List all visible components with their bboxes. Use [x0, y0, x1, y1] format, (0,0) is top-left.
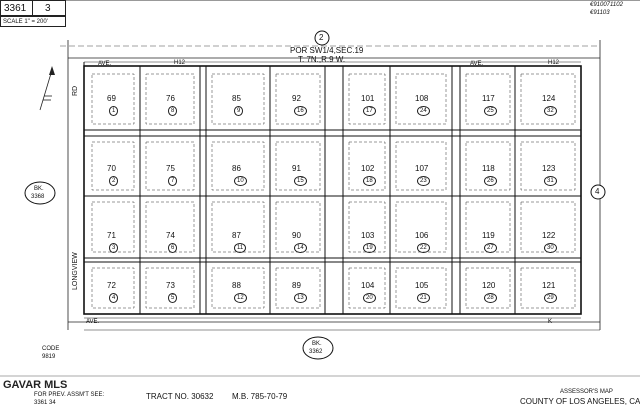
street-top-left: AVE.: [98, 61, 112, 67]
watermark: GAVAR MLS: [3, 379, 68, 391]
parcel-number[interactable]: 108: [415, 94, 429, 103]
book-page-divider: [32, 0, 33, 16]
lot-number: 1: [109, 106, 119, 116]
lot-number: 25: [484, 106, 497, 116]
lot-number: 32: [544, 106, 557, 116]
lot-number: 20: [363, 293, 376, 303]
parcel-number[interactable]: 73: [166, 281, 175, 290]
parcel-number[interactable]: 91: [292, 164, 301, 173]
parcel-number[interactable]: 123: [542, 164, 556, 173]
left-book-number[interactable]: 3368: [31, 194, 45, 200]
street-top-left-num: H12: [174, 60, 186, 66]
lot-number: 14: [294, 243, 307, 253]
lot-number: 30: [544, 243, 557, 253]
parcel-number[interactable]: 75: [166, 164, 175, 173]
lot-number: 26: [484, 176, 497, 186]
scale-box: SCALE 1" = 200': [0, 16, 66, 27]
lot-number: 12: [234, 293, 247, 303]
lot-number: 6: [168, 243, 178, 253]
lot-number: 24: [417, 106, 430, 116]
header-section: POR SW1/4,SEC.19: [290, 46, 364, 55]
parcel-number[interactable]: 120: [482, 281, 496, 290]
lot-number: 13: [294, 293, 307, 303]
bottom-book-label[interactable]: BK.: [312, 341, 322, 347]
lot-number: 11: [234, 243, 247, 253]
scale-label: SCALE 1" = 200': [3, 19, 48, 25]
parcel-number[interactable]: 103: [361, 231, 375, 240]
parcel-number[interactable]: 90: [292, 231, 301, 240]
parcel-number[interactable]: 121: [542, 281, 556, 290]
lot-number: 29: [544, 293, 557, 303]
street-bottom-right: K: [548, 319, 553, 325]
lot-number: 27: [484, 243, 497, 253]
street-longview: LONGVIEW: [72, 252, 79, 290]
lot-number: 9: [234, 106, 244, 116]
street-top-right: AVE.: [470, 61, 484, 67]
parcel-number[interactable]: 76: [166, 94, 175, 103]
lot-number: 4: [109, 293, 119, 303]
parcel-number[interactable]: 104: [361, 281, 375, 290]
page-number: 3: [45, 3, 51, 14]
lot-number: 23: [417, 176, 430, 186]
parcel-number[interactable]: 102: [361, 164, 375, 173]
parcel-number[interactable]: 86: [232, 164, 241, 173]
parcel-number[interactable]: 124: [542, 94, 556, 103]
lot-number: 21: [417, 293, 430, 303]
bottom-book-number[interactable]: 3362: [309, 349, 323, 355]
parcel-number[interactable]: 118: [482, 164, 495, 173]
parcel-number[interactable]: 105: [415, 281, 429, 290]
right-circle-number[interactable]: 4: [595, 187, 600, 196]
parcel-number[interactable]: 69: [107, 94, 116, 103]
parcel-number[interactable]: 72: [107, 281, 116, 290]
header-circle-number: 2: [319, 33, 324, 42]
assessor-county: COUNTY OF LOS ANGELES, CALIF.: [520, 397, 640, 406]
lot-number: 18: [363, 176, 376, 186]
for-prev-assmt: FOR PREV. ASSM'T SEE:: [34, 392, 105, 398]
parcel-number[interactable]: 74: [166, 231, 175, 240]
lot-number: 8: [168, 106, 178, 116]
parcel-number[interactable]: 70: [107, 164, 116, 173]
book-page-box: 3361 3: [0, 0, 66, 16]
tract-number: TRACT NO. 30632: [146, 392, 214, 401]
lot-number: 7: [168, 176, 178, 186]
code-number: 9819: [42, 354, 56, 360]
lot-number: 15: [294, 176, 307, 186]
lot-number: 28: [484, 293, 497, 303]
parcel-number[interactable]: 71: [107, 231, 116, 240]
parcel-number[interactable]: 92: [292, 94, 301, 103]
lot-number: 3: [109, 243, 119, 253]
parcel-number[interactable]: 101: [361, 94, 375, 103]
lot-number: 16: [294, 106, 307, 116]
header-township: T. 7N.,R.9 W.: [298, 55, 346, 64]
code-label: CODE: [42, 346, 60, 352]
assessor-title: ASSESSOR'S MAP: [560, 389, 613, 395]
for-prev-ref: 3361 34: [34, 400, 56, 406]
lot-number: 2: [109, 176, 119, 186]
book-number: 3361: [4, 3, 27, 14]
parcel-number[interactable]: 107: [415, 164, 429, 173]
left-book-label[interactable]: BK.: [34, 186, 44, 192]
parcel-number[interactable]: 106: [415, 231, 429, 240]
lot-number: 17: [363, 106, 376, 116]
parcel-number[interactable]: 122: [542, 231, 556, 240]
lot-number: 5: [168, 293, 178, 303]
lot-number: 22: [417, 243, 430, 253]
parcel-number[interactable]: 89: [292, 281, 301, 290]
parcel-number[interactable]: 87: [232, 231, 241, 240]
lot-number: 19: [363, 243, 376, 253]
street-top-right-num: H12: [548, 60, 560, 66]
lot-number: 10: [234, 176, 247, 186]
lot-number: 31: [544, 176, 557, 186]
street-left-rd: RD: [72, 85, 79, 96]
parcel-number[interactable]: 119: [482, 231, 495, 240]
parcel-number[interactable]: 117: [482, 94, 495, 103]
map-book-ref: M.B. 785-70-79: [232, 392, 288, 401]
stamp-top: €910071102: [590, 2, 623, 8]
parcel-number[interactable]: 85: [232, 94, 241, 103]
stamp-top-2: €91103: [590, 10, 610, 16]
parcel-number[interactable]: 88: [232, 281, 241, 290]
street-bottom-left: AVE.: [86, 319, 100, 325]
